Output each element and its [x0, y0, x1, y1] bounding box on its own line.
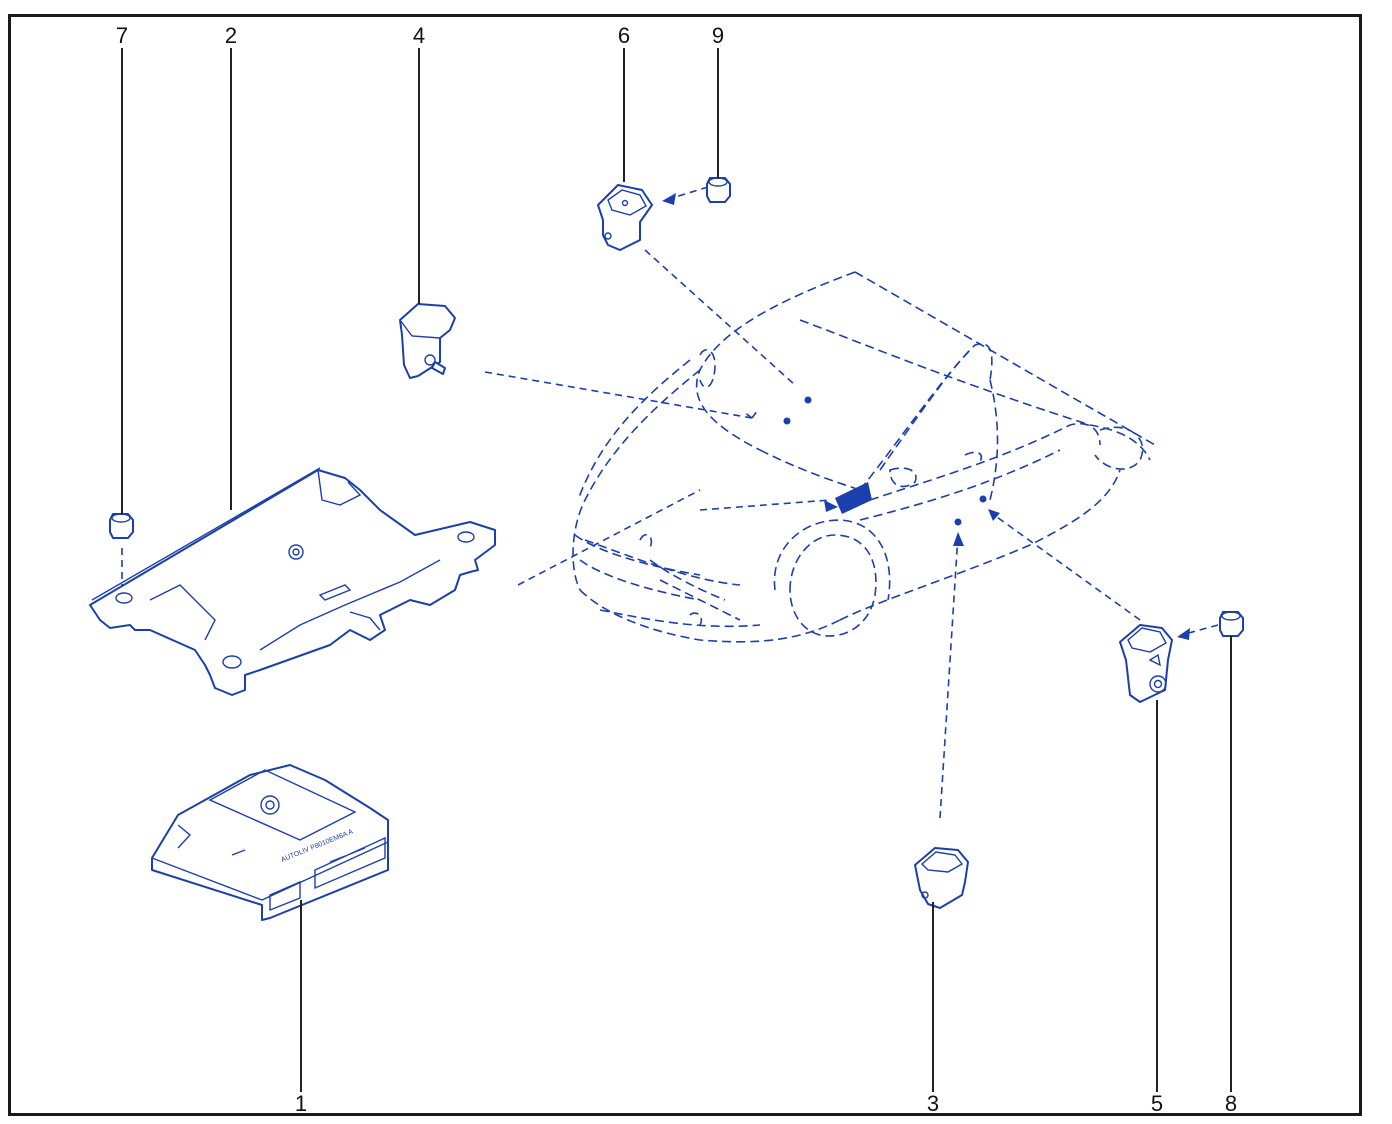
callout-2: 2 — [225, 23, 237, 48]
arrowheads — [662, 193, 1190, 640]
mount-point-5 — [979, 495, 987, 503]
callout-labels: 7 2 4 6 9 1 3 5 8 — [116, 23, 1237, 1116]
callout-7: 7 — [116, 23, 128, 48]
callout-4: 4 — [413, 23, 425, 48]
part-3-impact-sensor — [914, 847, 969, 909]
callout-1: 1 — [295, 1091, 307, 1116]
callout-3: 3 — [927, 1091, 939, 1116]
part-5-impact-sensor — [1119, 624, 1173, 703]
vehicle-outline — [572, 271, 1156, 643]
part-1-airbag-control-unit: AUTOLIV P8010EM6A A — [151, 764, 389, 921]
part-6-impact-sensor — [597, 184, 653, 251]
callout-8: 8 — [1225, 1091, 1237, 1116]
callout-5: 5 — [1151, 1091, 1163, 1116]
mount-point-3 — [954, 518, 962, 526]
assembly-lines — [121, 186, 1219, 819]
callout-9: 9 — [712, 23, 724, 48]
part-4-impact-sensor — [399, 303, 456, 379]
part-9-nut — [706, 177, 731, 203]
mount-point-6 — [804, 396, 812, 404]
diagram-frame — [8, 14, 1362, 1116]
part-2-bracket — [89, 467, 496, 696]
part-7-nut — [109, 513, 134, 539]
leader-lines — [121, 48, 1232, 1092]
mount-point-4 — [783, 417, 791, 425]
callout-6: 6 — [618, 23, 630, 48]
part-8-nut — [1219, 611, 1244, 637]
mounting-points — [783, 396, 987, 526]
ecu-location-mark — [835, 482, 872, 514]
